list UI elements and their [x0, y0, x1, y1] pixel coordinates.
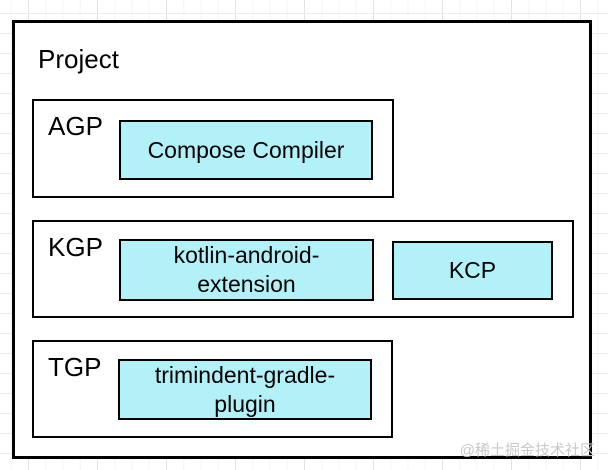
node-compose-compiler-label: Compose Compiler — [147, 136, 345, 163]
group-kgp: KGP kotlin-android-extension KCP — [32, 220, 574, 318]
group-tgp-label: TGP — [48, 352, 102, 382]
group-agp-label: AGP — [48, 111, 103, 141]
watermark: @稀土掘金技术社区 — [459, 442, 595, 459]
node-compose-compiler: Compose Compiler — [119, 120, 373, 180]
node-trimindent-gradle-plugin-label: trimindent-gradle-plugin — [154, 361, 336, 417]
group-tgp: TGP trimindent-gradle-plugin — [32, 340, 393, 438]
node-trimindent-gradle-plugin: trimindent-gradle-plugin — [118, 359, 372, 420]
node-kotlin-android-extension-label: kotlin-android-extension — [173, 242, 320, 297]
node-kcp-label: KCP — [448, 257, 497, 284]
project-container: Project AGP Compose Compiler KGP kotlin-… — [12, 20, 592, 459]
group-kgp-label: KGP — [48, 232, 103, 262]
node-kcp: KCP — [392, 241, 553, 300]
node-kotlin-android-extension: kotlin-android-extension — [119, 239, 374, 301]
project-title: Project — [38, 44, 119, 74]
group-agp: AGP Compose Compiler — [32, 99, 394, 198]
